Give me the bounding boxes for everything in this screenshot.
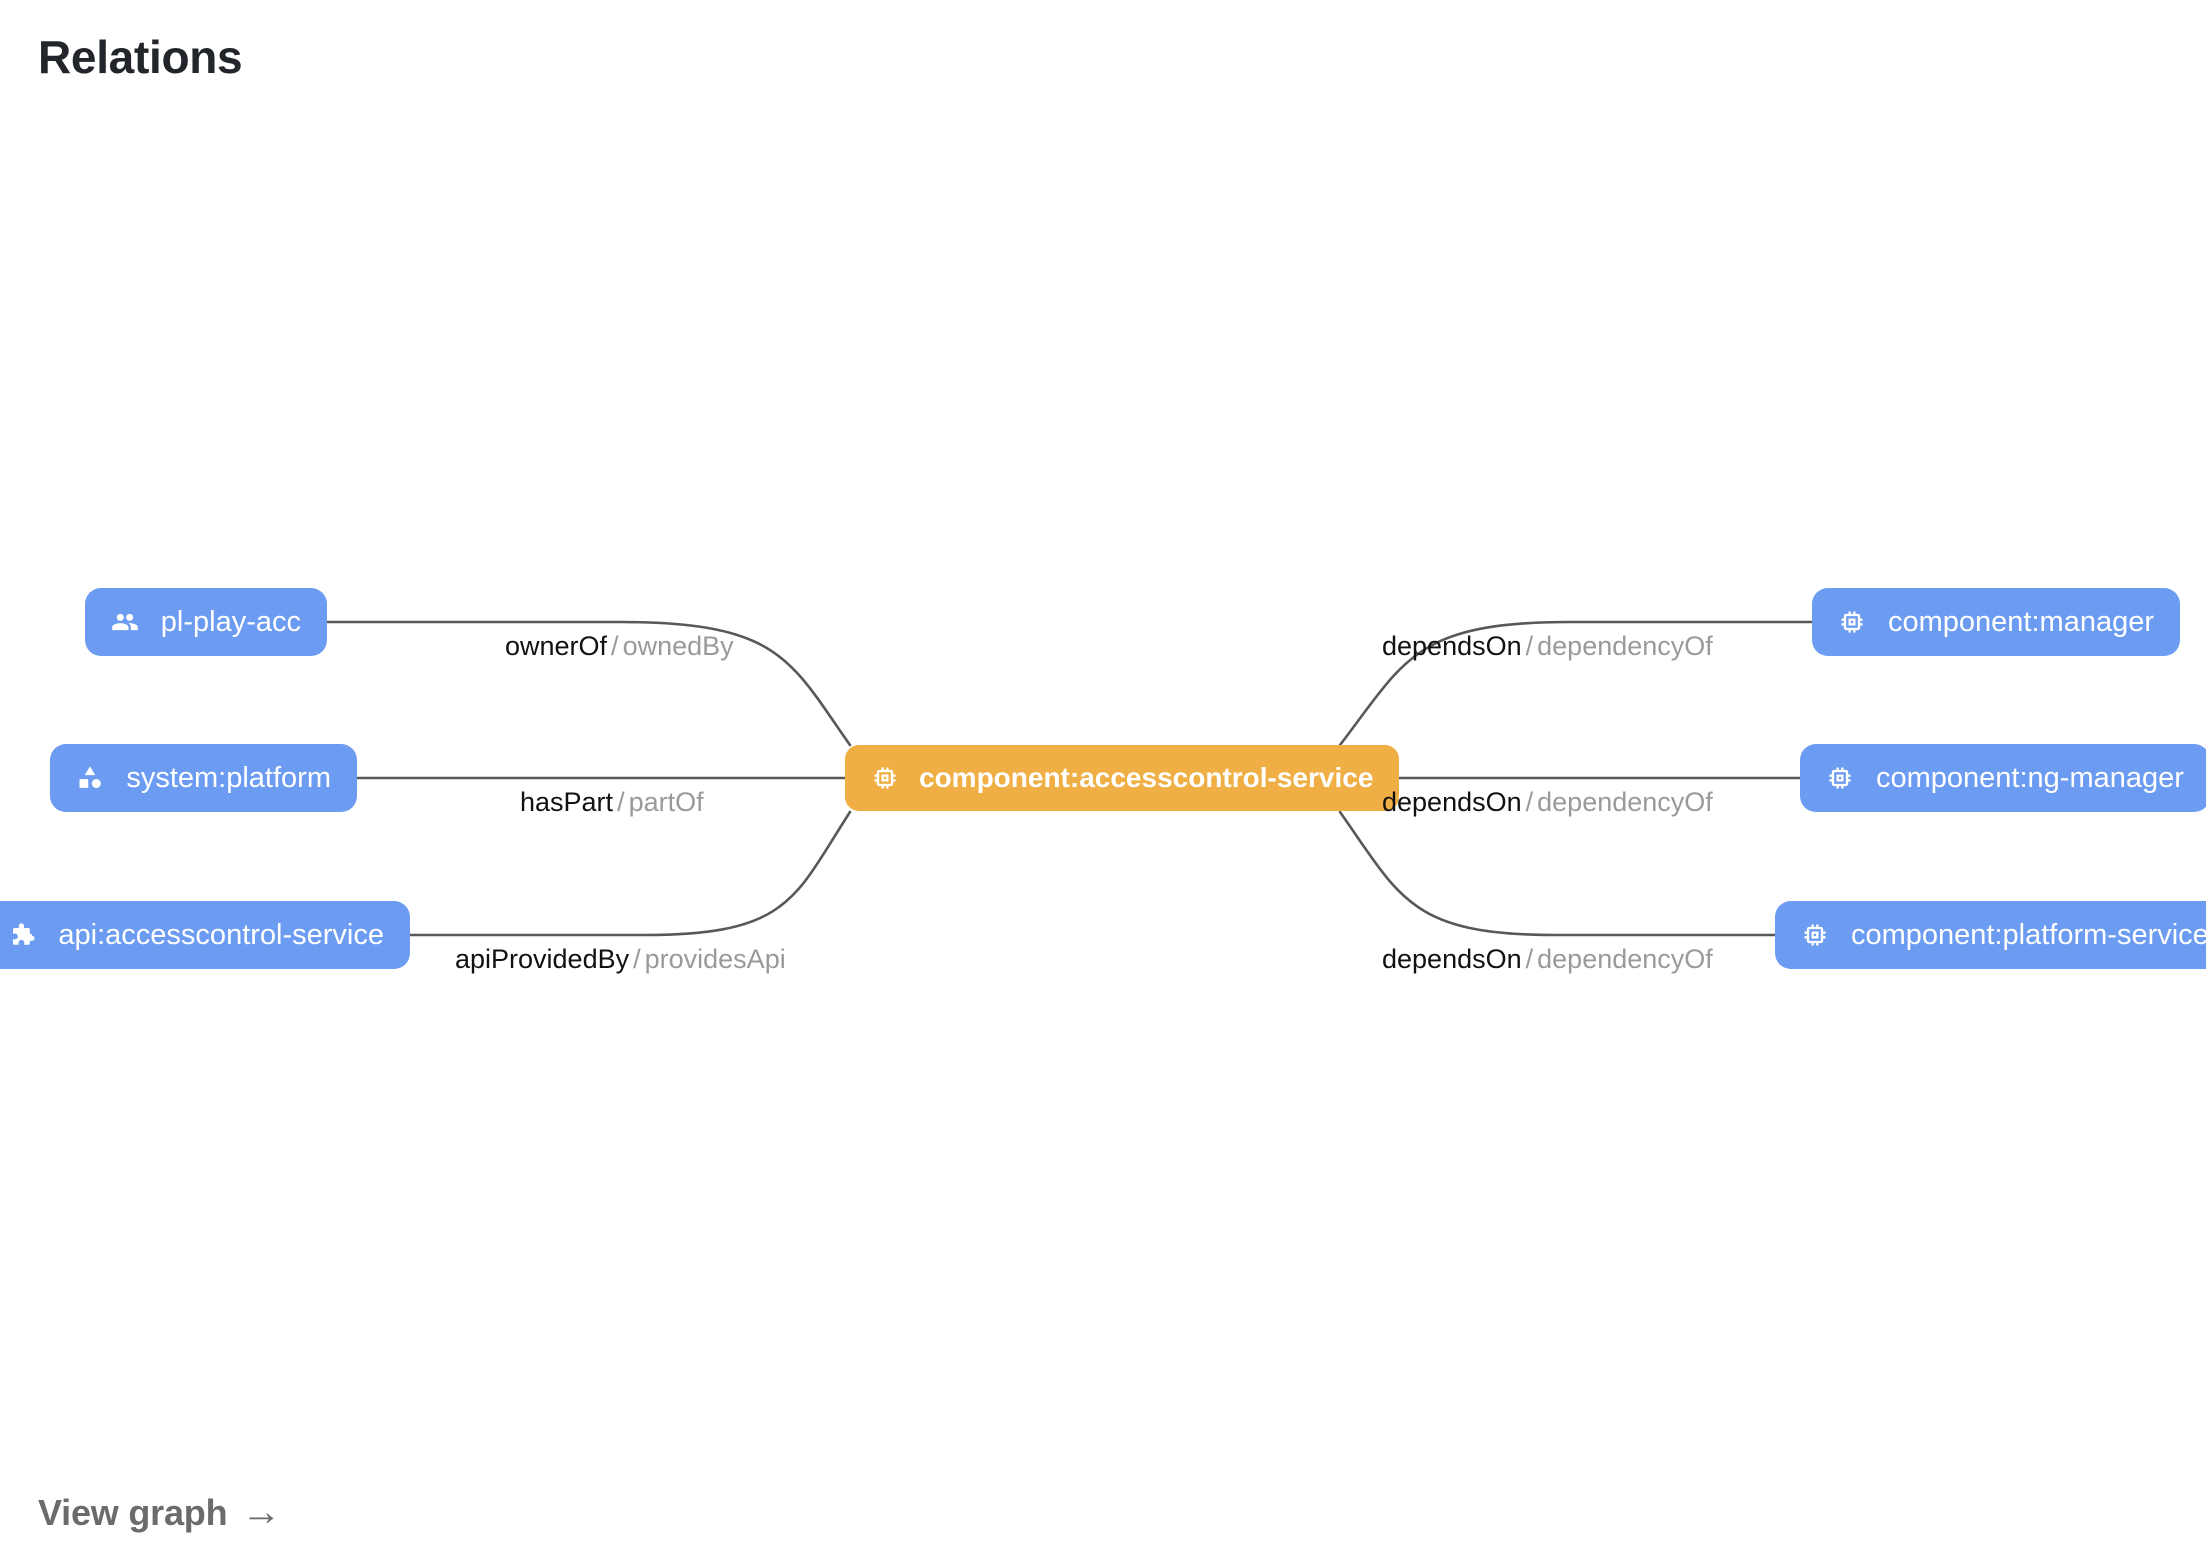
graph-node-label: component:manager [1888,605,2154,638]
edge-label-dependsOn-manager: dependsOn/dependencyOf [1382,633,1713,660]
edge-label-forward: dependsOn [1382,787,1522,817]
edge-label-separator: / [617,787,625,817]
edge-path-dependsOn-platform-service [1338,810,1777,937]
edge-label-reverse: providesApi [644,944,786,974]
graph-node-pl-play-acc[interactable]: pl-play-acc [84,588,327,656]
edge-label-reverse: partOf [628,787,704,817]
memory-chip-icon [1826,764,1854,792]
edge-label-apiProvidedBy: apiProvidedBy/providesApi [455,946,786,973]
graph-node-api-accesscontrol-service[interactable]: api:accesscontrol-service [0,901,410,969]
edge-label-dependsOn-ng-manager: dependsOn/dependencyOf [1382,789,1713,816]
edge-label-forward: apiProvidedBy [455,944,630,974]
graph-node-label: pl-play-acc [160,605,301,638]
edge-label-forward: dependsOn [1382,631,1522,661]
edge-label-separator: / [1525,631,1534,661]
graph-node-component-platform-service[interactable]: component:platform-service [1775,901,2206,969]
memory-chip-icon [1801,921,1829,949]
graph-node-label: component:platform-service [1851,918,2206,951]
graph-node-label: api:accesscontrol-service [58,918,384,951]
edge-path-apiProvidedBy [408,810,852,937]
arrow-right-icon: → [241,1490,282,1534]
view-graph-link[interactable]: View graph → [38,1492,281,1534]
edge-label-separator: / [633,944,641,974]
group-people-icon [111,608,139,636]
memory-chip-icon [871,764,899,792]
graph-node-component-manager[interactable]: component:manager [1812,588,2180,656]
edge-label-forward: hasPart [520,787,614,817]
memory-chip-icon [1838,608,1866,636]
edge-label-reverse: dependencyOf [1537,944,1713,974]
graph-node-label: component:accesscontrol-service [919,762,1374,793]
edge-label-separator: / [611,631,619,661]
category-shapes-icon [76,764,104,792]
edge-label-forward: dependsOn [1382,944,1522,974]
graph-node-system-platform[interactable]: system:platform [50,744,357,812]
page-title: Relations [38,31,243,83]
edge-label-separator: / [1525,944,1534,974]
edge-label-reverse: dependencyOf [1537,631,1713,661]
graph-node-component-ng-manager[interactable]: component:ng-manager [1800,744,2206,812]
edge-label-forward: ownerOf [505,631,608,661]
graph-node-label: component:ng-manager [1876,761,2184,794]
graph-node-label: system:platform [126,761,331,794]
edge-label-dependsOn-platform-service: dependsOn/dependencyOf [1382,946,1713,973]
edge-label-hasPart: hasPart/partOf [520,789,704,816]
edge-label-reverse: ownedBy [622,631,734,661]
graph-node-component-accesscontrol-service[interactable]: component:accesscontrol-service [845,745,1400,811]
view-graph-label: View graph [38,1492,228,1533]
edge-label-separator: / [1525,787,1534,817]
edge-label-ownerOf: ownerOf/ownedBy [505,633,734,660]
puzzle-piece-icon [8,921,36,949]
edge-label-reverse: dependencyOf [1537,787,1713,817]
